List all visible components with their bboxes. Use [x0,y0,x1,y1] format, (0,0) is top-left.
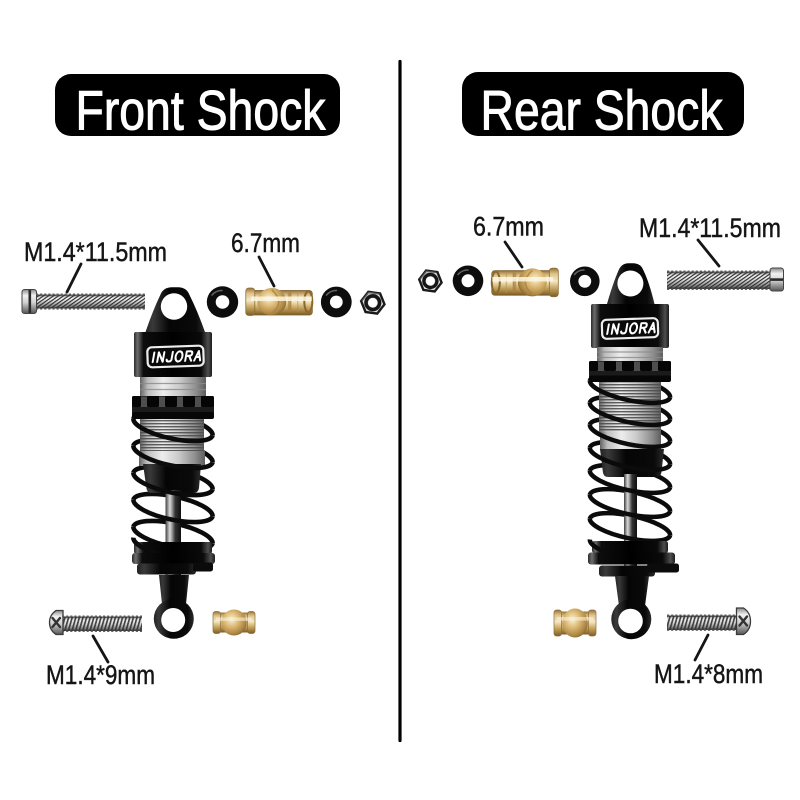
svg-text:6.7mm: 6.7mm [231,228,300,258]
svg-text:M1.4*8mm: M1.4*8mm [654,659,763,689]
svg-text:Front Shock: Front Shock [76,79,327,142]
svg-text:6.7mm: 6.7mm [473,212,544,242]
svg-text:M1.4*11.5mm: M1.4*11.5mm [639,213,781,243]
svg-text:M1.4*11.5mm: M1.4*11.5mm [24,237,167,267]
svg-text:M1.4*9mm: M1.4*9mm [46,660,155,690]
svg-text:Rear Shock: Rear Shock [481,79,724,142]
